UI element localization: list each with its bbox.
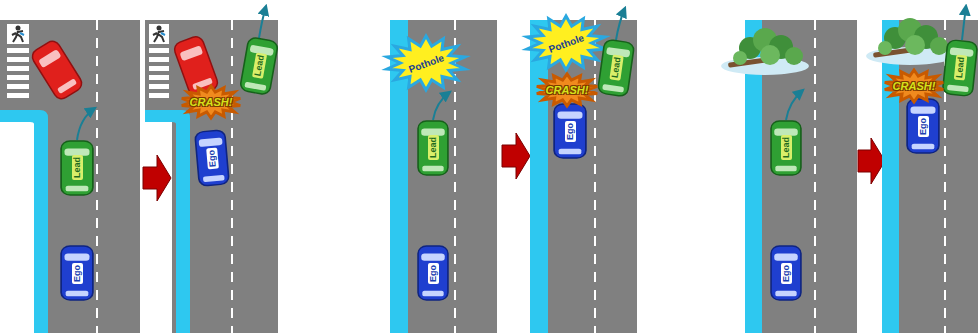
car-body — [61, 141, 93, 195]
lead-car: Lead — [417, 120, 449, 176]
car-windshield — [65, 253, 90, 260]
car-body — [771, 121, 801, 175]
car-body — [907, 99, 939, 153]
motion-arrow — [786, 90, 803, 120]
lead-car: Lead — [770, 120, 802, 176]
crash-burst: CRASH! — [181, 86, 241, 118]
fallen-tree-debris — [866, 18, 954, 65]
car-windshield — [199, 137, 223, 146]
car-rear-window — [244, 82, 266, 91]
road — [882, 20, 978, 333]
car-rear-window — [775, 166, 796, 172]
car-label: Ego — [206, 147, 219, 169]
intersection-road — [0, 20, 140, 333]
car-rear-window — [203, 175, 225, 182]
pedestrian-icon — [153, 26, 165, 43]
car-body — [61, 246, 93, 300]
ego-car: Ego — [194, 129, 231, 188]
burst-outline — [537, 74, 597, 106]
car-body — [418, 246, 448, 300]
burst-outline — [182, 86, 240, 118]
sequence-arrow — [143, 155, 171, 201]
motion-arrow — [77, 108, 95, 140]
fallen-tree-debris — [721, 28, 809, 75]
burst-outline — [387, 36, 465, 90]
car-label: Ego — [428, 263, 439, 284]
car-label: Lead — [428, 135, 439, 160]
sequence-arrow — [502, 133, 530, 179]
car-rear-window — [912, 144, 935, 150]
motion-arrow — [259, 6, 266, 38]
sequence-arrow — [858, 138, 885, 184]
car-label: Ego — [72, 263, 83, 284]
burst-outline — [527, 16, 605, 70]
car-rear-window — [559, 149, 582, 155]
ego-car: Ego — [417, 245, 449, 301]
car-rear-window — [422, 166, 443, 172]
car-body — [942, 40, 977, 97]
car-body — [771, 246, 801, 300]
ego-car: Ego — [553, 103, 587, 159]
car-label: Ego — [781, 263, 792, 284]
motion-arrow — [962, 6, 966, 40]
pothole-burst: Pothole — [526, 16, 606, 70]
car-body — [597, 39, 634, 97]
car-windshield — [558, 111, 583, 118]
crash-burst: CRASH! — [536, 74, 598, 106]
car-windshield — [774, 253, 797, 260]
pedestrian-icon — [12, 26, 24, 43]
car-body — [554, 104, 586, 158]
car-body — [418, 121, 448, 175]
car-rear-window — [66, 186, 89, 192]
car-windshield — [911, 106, 936, 113]
burst-outline — [885, 70, 943, 102]
car-rear-window — [775, 291, 796, 297]
ego-car: Ego — [906, 98, 940, 154]
lead-car: Lead — [941, 38, 978, 97]
crash-label: CRASH! — [546, 84, 589, 96]
crash-burst: CRASH! — [884, 70, 944, 102]
car-body — [195, 130, 229, 187]
lead-car: Lead — [60, 140, 94, 196]
red-car — [29, 38, 84, 101]
pothole-burst: Pothole — [386, 36, 466, 90]
car-rear-window — [602, 84, 624, 93]
car-label: Ego — [565, 121, 576, 142]
car-label: Lead — [72, 155, 83, 180]
ego-car: Ego — [60, 245, 94, 301]
car-body — [240, 37, 279, 95]
car-windshield — [421, 253, 444, 260]
car-label: Ego — [918, 116, 929, 137]
intersection-road — [145, 20, 278, 333]
crash-label: CRASH! — [893, 80, 936, 92]
car-label: Lead — [781, 135, 792, 160]
ego-car: Ego — [770, 245, 802, 301]
car-rear-window — [66, 291, 89, 297]
motion-arrow — [616, 8, 625, 40]
car-rear-window — [947, 85, 969, 93]
car-rear-window — [422, 291, 443, 297]
crash-label: CRASH! — [190, 96, 233, 108]
motion-arrow — [433, 92, 450, 120]
car-label: Lead — [953, 55, 967, 81]
